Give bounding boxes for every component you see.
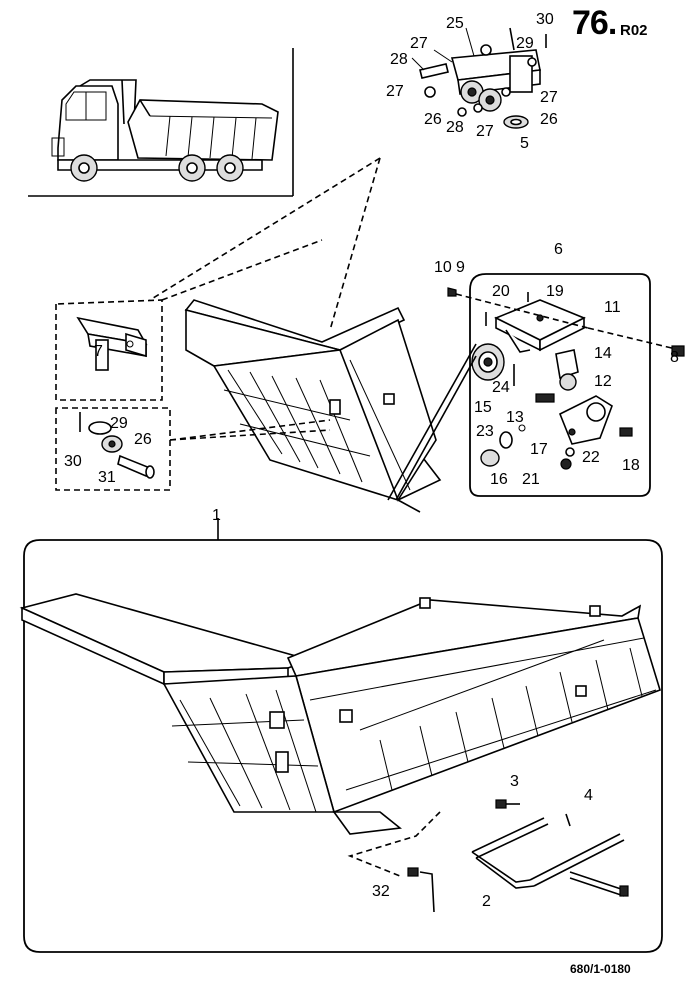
- callout-22: 22: [582, 449, 600, 466]
- tipper-body-large: [19, 593, 661, 913]
- callout-14: 14: [594, 345, 612, 362]
- callout-16: 16: [490, 471, 508, 488]
- callout-18: 18: [622, 457, 640, 474]
- detail-leaders: [161, 239, 331, 441]
- callout-31: 31: [98, 469, 116, 486]
- callout-26c: 26: [134, 431, 152, 448]
- detail-box-26-31: [55, 407, 171, 491]
- page-number: 76.: [572, 4, 617, 42]
- callout-20: 20: [492, 283, 510, 300]
- callout-13: 13: [506, 409, 524, 426]
- callout-17: 17: [530, 441, 548, 458]
- callout-9: 9: [456, 259, 465, 276]
- hinge-assembly: [411, 27, 547, 129]
- tipper-body-small: [184, 299, 442, 513]
- callout-3: 3: [510, 773, 519, 790]
- callout-1: 1: [212, 507, 221, 524]
- callout-23: 23: [476, 423, 494, 440]
- callout-5: 5: [520, 135, 529, 152]
- truck-overview-inset: [28, 48, 294, 197]
- callout-19: 19: [546, 283, 564, 300]
- callout-8: 8: [670, 349, 679, 366]
- detail-box-7: [55, 299, 163, 401]
- callout-21: 21: [522, 471, 540, 488]
- callout-7: 7: [94, 343, 103, 360]
- callout-11: 11: [604, 299, 621, 316]
- callout-27c: 27: [540, 89, 558, 106]
- callout-27a: 27: [410, 35, 428, 52]
- callout-6: 6: [554, 241, 563, 258]
- callout-25: 25: [446, 15, 464, 32]
- callout-15: 15: [474, 399, 492, 416]
- callout-4: 4: [584, 787, 593, 804]
- callout-24: 24: [492, 379, 510, 396]
- callout-2: 2: [482, 893, 491, 910]
- callout-30b: 30: [64, 453, 82, 470]
- callout-12: 12: [594, 373, 612, 390]
- callout-10: 10: [434, 259, 452, 276]
- callout-26a: 26: [424, 111, 442, 128]
- callout-29a: 29: [516, 35, 534, 52]
- callout-27b: 27: [386, 83, 404, 100]
- callout-27d: 27: [476, 123, 494, 140]
- callout-32: 32: [372, 883, 390, 900]
- callout-28a: 28: [390, 51, 408, 68]
- inset-leader-lines: [149, 157, 381, 331]
- callout-29b: 29: [110, 415, 128, 432]
- callout-30a: 30: [536, 11, 554, 28]
- callout-26b: 26: [540, 111, 558, 128]
- detail-box-6: [387, 273, 685, 501]
- drawing-code: 680/1-0180: [570, 962, 631, 976]
- body-detail-box-1: [23, 518, 663, 953]
- part-callouts: 1 2 3 4 5 6 7 8 9 10 11 12 13 14 15 16 1…: [64, 11, 679, 910]
- callout-28b: 28: [446, 119, 464, 136]
- revision-label: R02: [620, 22, 648, 39]
